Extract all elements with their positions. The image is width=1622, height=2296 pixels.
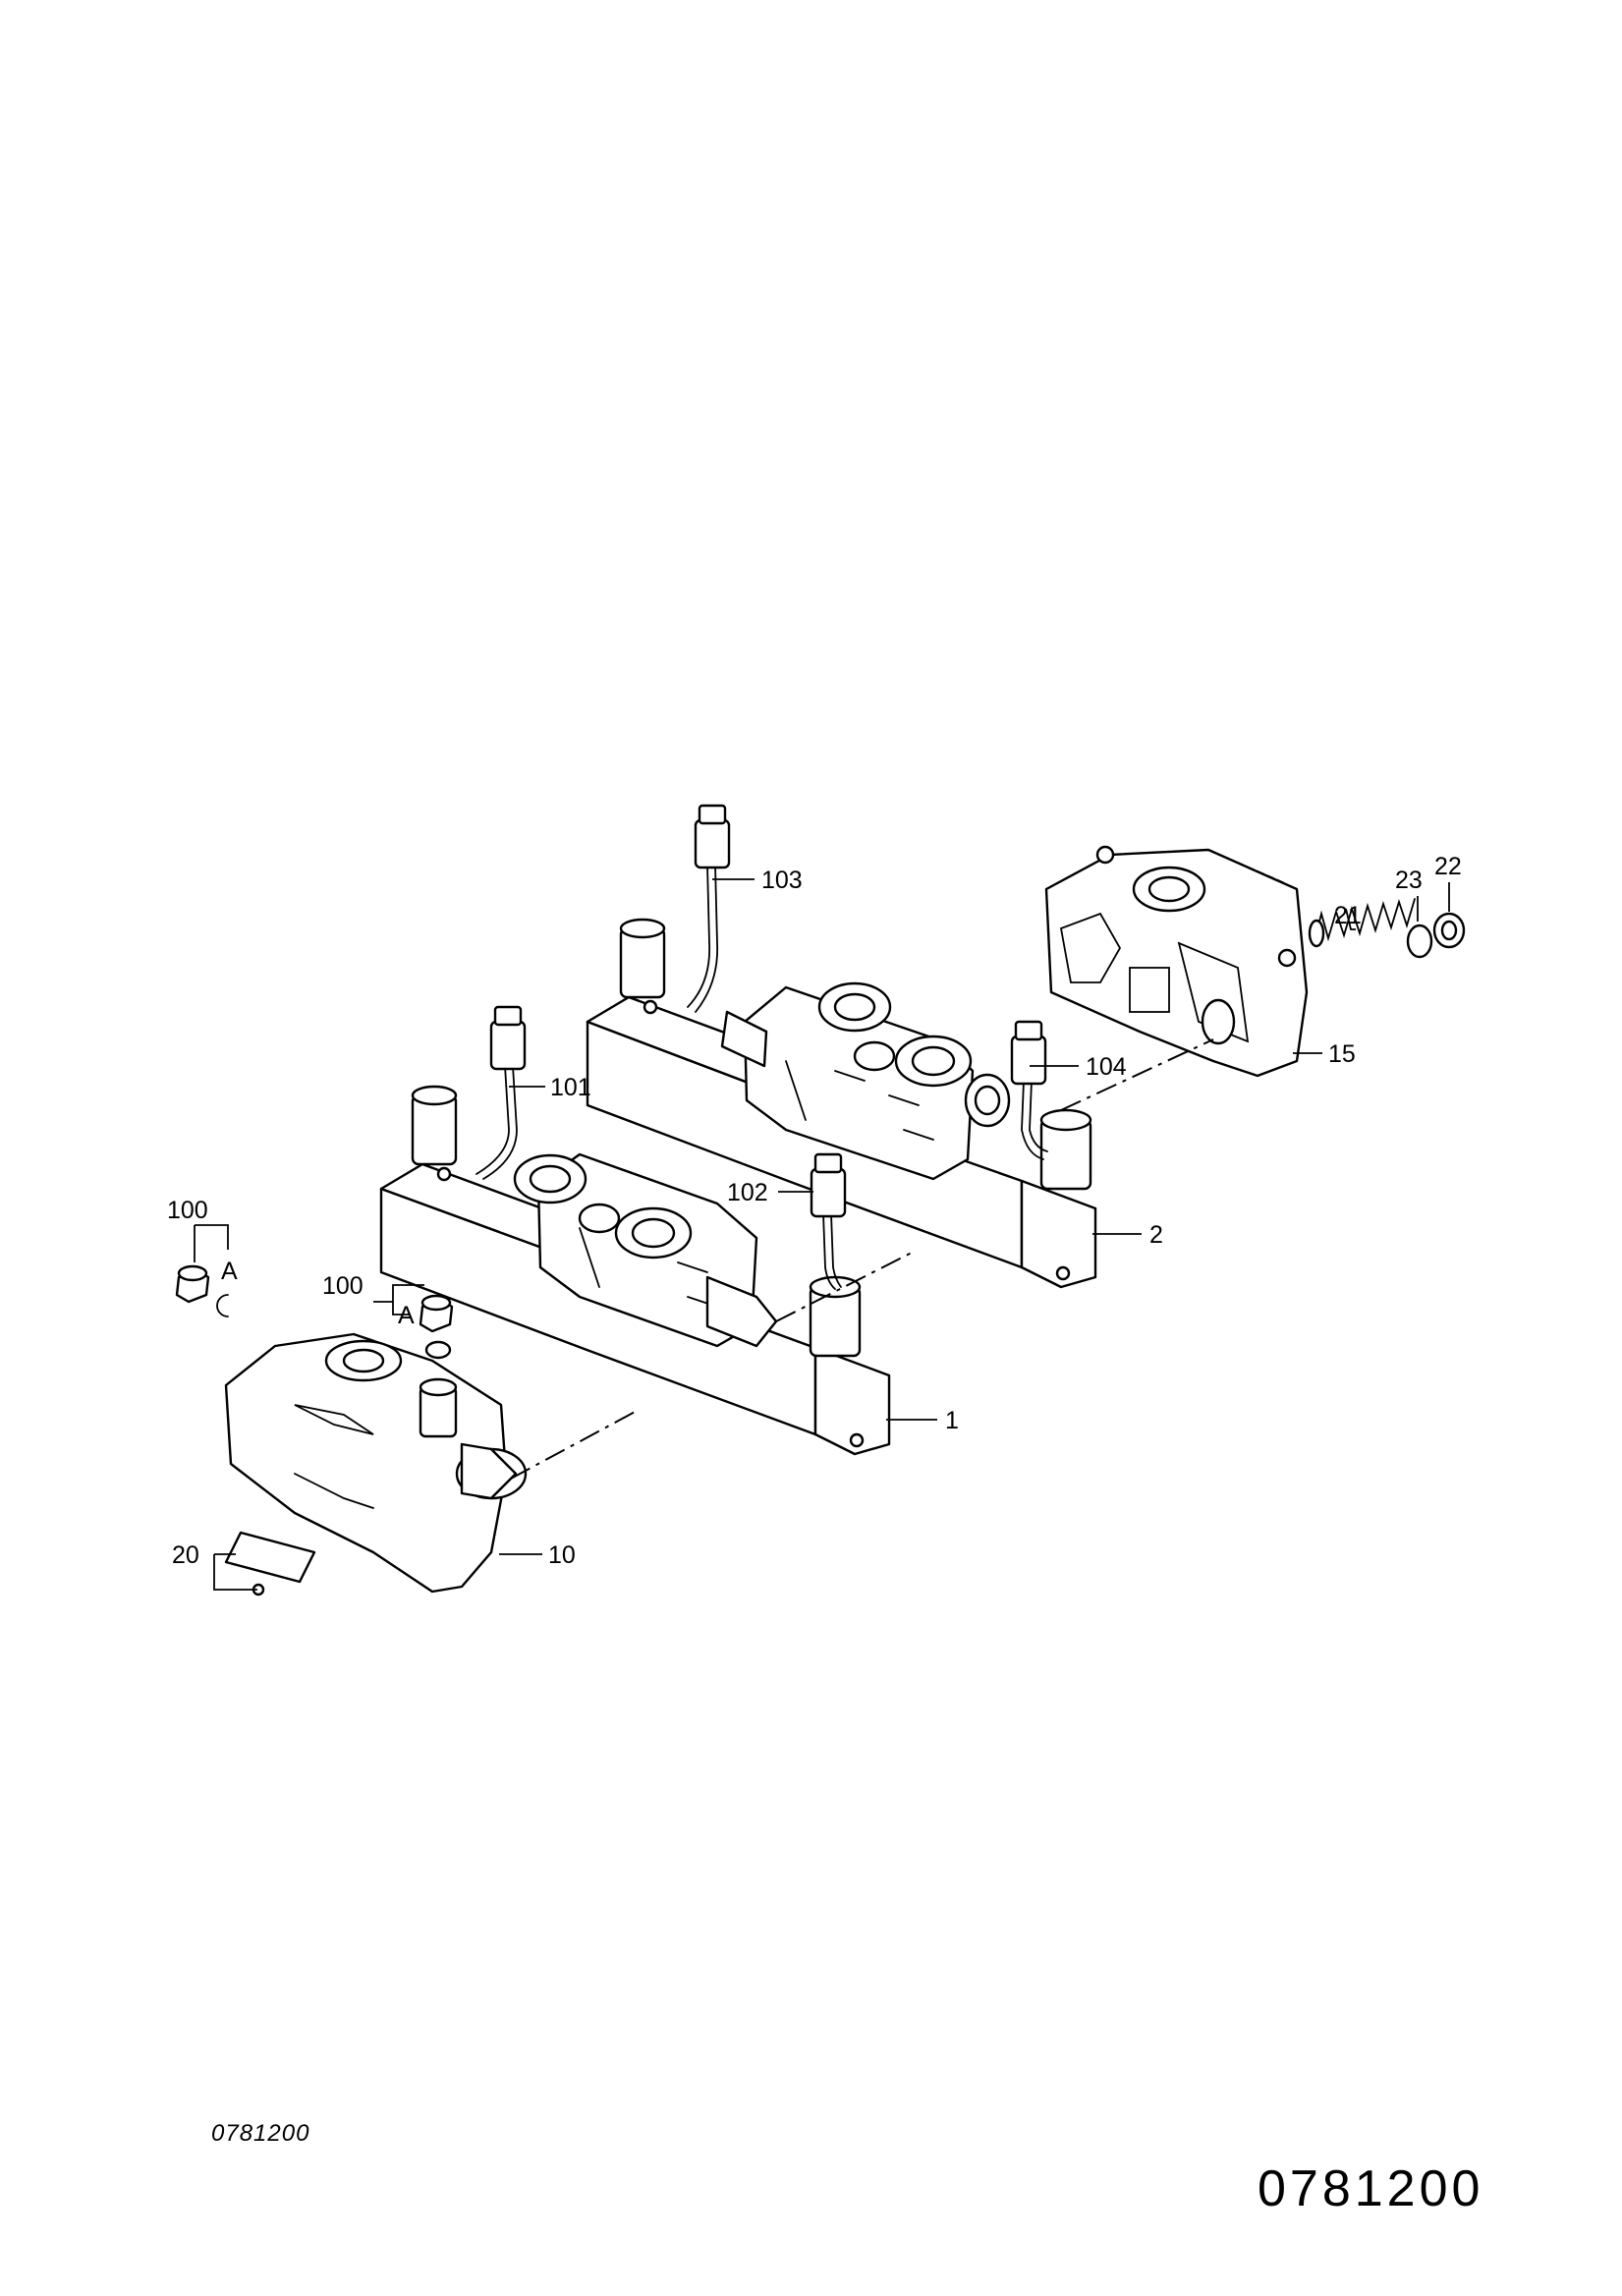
- callout-15: 15: [1328, 1040, 1356, 1068]
- callout-labels: 103 104 101 102 2 1 15 10 20 100 A 100 A…: [167, 853, 1462, 1569]
- callout-23: 23: [1395, 867, 1423, 894]
- inlet-cover-10: [224, 1332, 528, 1596]
- assembly-lines: [510, 1038, 1214, 1480]
- callout-103: 103: [761, 867, 803, 894]
- callout-20: 20: [172, 1541, 199, 1569]
- callout-2: 2: [1149, 1221, 1163, 1249]
- valve-section-2: [586, 804, 1097, 1289]
- callout-22: 22: [1434, 853, 1462, 880]
- callout-100-left: 100: [167, 1197, 208, 1224]
- valve-section-1: [379, 1005, 891, 1456]
- detail-a-left: A: [221, 1258, 238, 1285]
- callout-1: 1: [945, 1407, 959, 1434]
- callout-10: 10: [548, 1541, 576, 1569]
- callout-104: 104: [1086, 1053, 1127, 1081]
- plug-parts: [175, 1264, 454, 1360]
- callout-101: 101: [550, 1074, 591, 1101]
- callout-21: 21: [1334, 902, 1362, 929]
- figure-reference-small: 0781200: [211, 2120, 310, 2147]
- leader-lines: [194, 878, 1450, 1591]
- detail-a-right: A: [398, 1302, 415, 1329]
- figure-reference-large: 0781200: [1258, 2160, 1484, 2217]
- outlet-cover-15: [1044, 845, 1466, 1078]
- callout-102: 102: [727, 1179, 768, 1206]
- callout-100-right: 100: [322, 1272, 364, 1300]
